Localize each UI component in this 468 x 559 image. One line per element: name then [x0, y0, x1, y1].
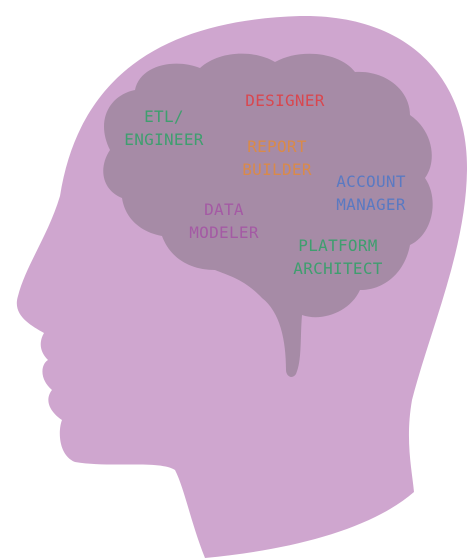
role-line: REPORT [247, 137, 307, 156]
role-label-data-modeler: DATA MODELER [178, 198, 270, 244]
role-label-account-manager: ACCOUNT MANAGER [326, 170, 416, 216]
role-label-etl-engineer: ETL/ ENGINEER [112, 105, 216, 151]
role-line: ETL/ [144, 107, 184, 126]
role-label-platform-architect: PLATFORM ARCHITECT [282, 234, 394, 280]
role-line: ARCHITECT [293, 259, 383, 278]
role-line: MODELER [189, 223, 259, 242]
role-line: PLATFORM [298, 236, 378, 255]
role-label-report-builder: REPORT BUILDER [230, 135, 324, 181]
brain-shape [103, 53, 433, 377]
role-line: MANAGER [336, 195, 406, 214]
role-line: ENGINEER [124, 130, 204, 149]
role-line: ACCOUNT [336, 172, 406, 191]
role-line: BUILDER [242, 160, 312, 179]
role-line: DESIGNER [245, 91, 325, 110]
role-line: DATA [204, 200, 244, 219]
role-label-designer: DESIGNER [230, 89, 340, 112]
